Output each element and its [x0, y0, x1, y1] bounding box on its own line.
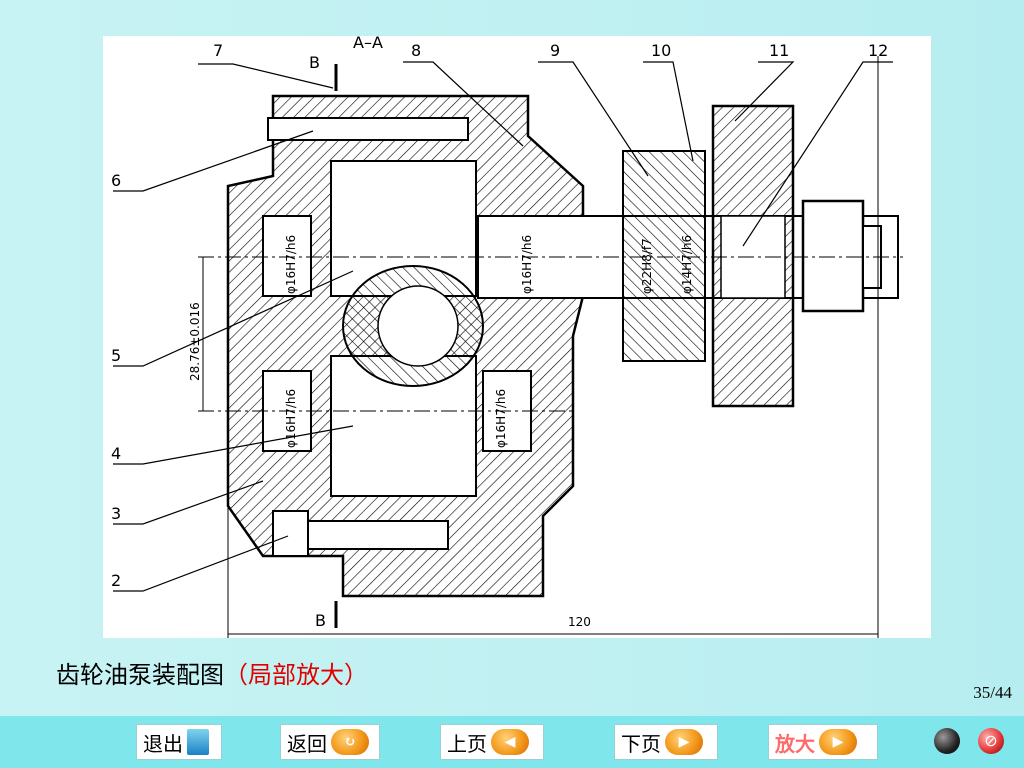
tolerance-label: φ22H8/f7: [640, 238, 654, 294]
part-label-2: 2: [111, 571, 121, 590]
caption-main: 齿轮油泵装配图: [56, 663, 224, 689]
part-label-9: 9: [550, 41, 560, 60]
exit-door-icon: [187, 729, 209, 755]
part-label-8: 8: [411, 41, 421, 60]
center-distance-dimension: 28.76±0.016: [188, 302, 202, 381]
exit-label: 退出: [143, 733, 183, 756]
next-label: 下页: [621, 733, 661, 756]
exit-button[interactable]: 退出: [136, 724, 222, 760]
gland-nut: [622, 150, 706, 362]
right-arrow-icon: ▶: [819, 729, 857, 755]
zoom-label: 放大: [775, 733, 815, 756]
close-circle-icon[interactable]: ⊘: [978, 728, 1004, 754]
part-label-10: 10: [651, 41, 671, 60]
tolerance-label: φ16H7/h6: [520, 235, 534, 294]
return-arrow-icon: ↻: [331, 729, 369, 755]
zoom-button[interactable]: 放大 ▶: [768, 724, 878, 760]
left-arrow-icon: ◀: [491, 729, 529, 755]
part-label-11: 11: [769, 41, 789, 60]
screw-shank: [307, 520, 449, 550]
section-mark-top: B: [309, 53, 320, 72]
caption-highlight: （局部放大）: [224, 663, 368, 689]
tolerance-label: φ16H7/h6: [284, 235, 298, 294]
tolerance-label: φ14H7/h6: [680, 235, 694, 294]
overall-length-dimension: 120: [568, 615, 591, 629]
pin: [267, 117, 469, 141]
back-label: 返回: [287, 733, 327, 756]
section-title: A–A: [353, 36, 383, 52]
prev-label: 上页: [447, 733, 487, 756]
back-button[interactable]: 返回 ↻: [280, 724, 380, 760]
black-circle-icon[interactable]: [934, 728, 960, 754]
section-mark-bottom: B: [315, 611, 326, 630]
figure-caption: 齿轮油泵装配图（局部放大）: [56, 655, 368, 690]
part-label-12: 12: [868, 41, 888, 60]
part-label-4: 4: [111, 444, 121, 463]
page-number: 35/44: [973, 683, 1012, 702]
tolerance-label: φ16H7/h6: [284, 389, 298, 448]
navigation-bar: 退出 返回 ↻ 上页 ◀ 下页 ▶ 放大 ▶ ⊘: [0, 716, 1024, 768]
next-page-button[interactable]: 下页 ▶: [614, 724, 718, 760]
part-label-5: 5: [111, 346, 121, 365]
shaft-nut: [801, 199, 865, 313]
part-label-7: 7: [213, 41, 223, 60]
right-arrow-icon: ▶: [665, 729, 703, 755]
assembly-drawing: 7 8 9 10 11 12 6 5 4 3 2 A–A B B φ16H7/h…: [103, 36, 931, 638]
assembly-section-svg: 7 8 9 10 11 12 6 5 4 3 2 A–A B B φ16H7/h…: [111, 36, 903, 638]
prev-page-button[interactable]: 上页 ◀: [440, 724, 544, 760]
part-label-6: 6: [111, 171, 121, 190]
part-label-3: 3: [111, 504, 121, 523]
tolerance-label: φ16H7/h6: [494, 389, 508, 448]
screw-head: [272, 510, 309, 557]
